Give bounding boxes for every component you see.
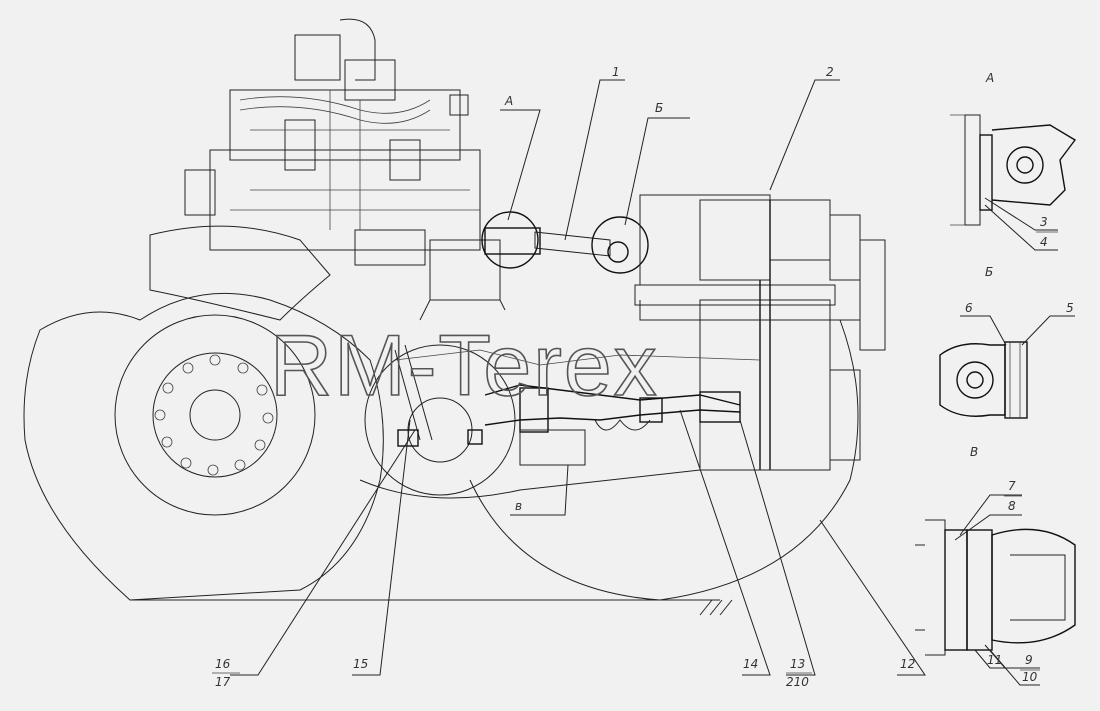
callout-8: 8 bbox=[1008, 499, 1016, 513]
callout-5: 5 bbox=[1066, 301, 1074, 315]
callout-6: 6 bbox=[965, 301, 973, 315]
callout-10: 10 bbox=[1022, 670, 1038, 684]
view-title-v: В bbox=[970, 445, 978, 459]
callout-2: 2 bbox=[826, 65, 834, 79]
callout-12: 12 bbox=[900, 657, 915, 671]
watermark-text: RM-Terex bbox=[270, 318, 659, 414]
callout-v: в bbox=[515, 499, 522, 513]
leader-lines bbox=[230, 79, 926, 676]
callout-210: 210 bbox=[786, 675, 809, 689]
callout-9: 9 bbox=[1025, 653, 1033, 667]
callout-15: 15 bbox=[353, 657, 368, 671]
detail-view-v bbox=[915, 494, 1076, 686]
detail-view-b bbox=[939, 315, 1075, 419]
callout-b: Б bbox=[655, 101, 663, 115]
callout-13: 13 bbox=[790, 657, 805, 671]
detail-view-a bbox=[950, 114, 1077, 251]
callout-14: 14 bbox=[743, 657, 758, 671]
callout-11: 11 bbox=[987, 653, 1002, 667]
lower-drive-shaft bbox=[484, 384, 741, 466]
upper-drive-shaft bbox=[481, 211, 649, 274]
callout-4: 4 bbox=[1040, 235, 1048, 249]
callout-3: 3 bbox=[1040, 215, 1048, 229]
view-title-b: Б bbox=[985, 265, 993, 279]
left-wheel-assembly bbox=[23, 225, 720, 601]
ground-hatch bbox=[699, 599, 733, 616]
view-title-a: А bbox=[985, 71, 994, 85]
callout-16: 16 bbox=[215, 657, 231, 671]
callout-7: 7 bbox=[1008, 479, 1016, 493]
callout-underlines bbox=[212, 231, 1058, 674]
callout-a: А bbox=[504, 94, 513, 108]
transmission-housing bbox=[634, 194, 886, 471]
callout-1: 1 bbox=[612, 65, 620, 79]
callout-17: 17 bbox=[215, 675, 231, 689]
engine-block bbox=[184, 18, 506, 321]
wheel-bolt-circle bbox=[154, 354, 274, 476]
support-struts bbox=[394, 344, 761, 447]
engine-wiring bbox=[230, 90, 480, 230]
